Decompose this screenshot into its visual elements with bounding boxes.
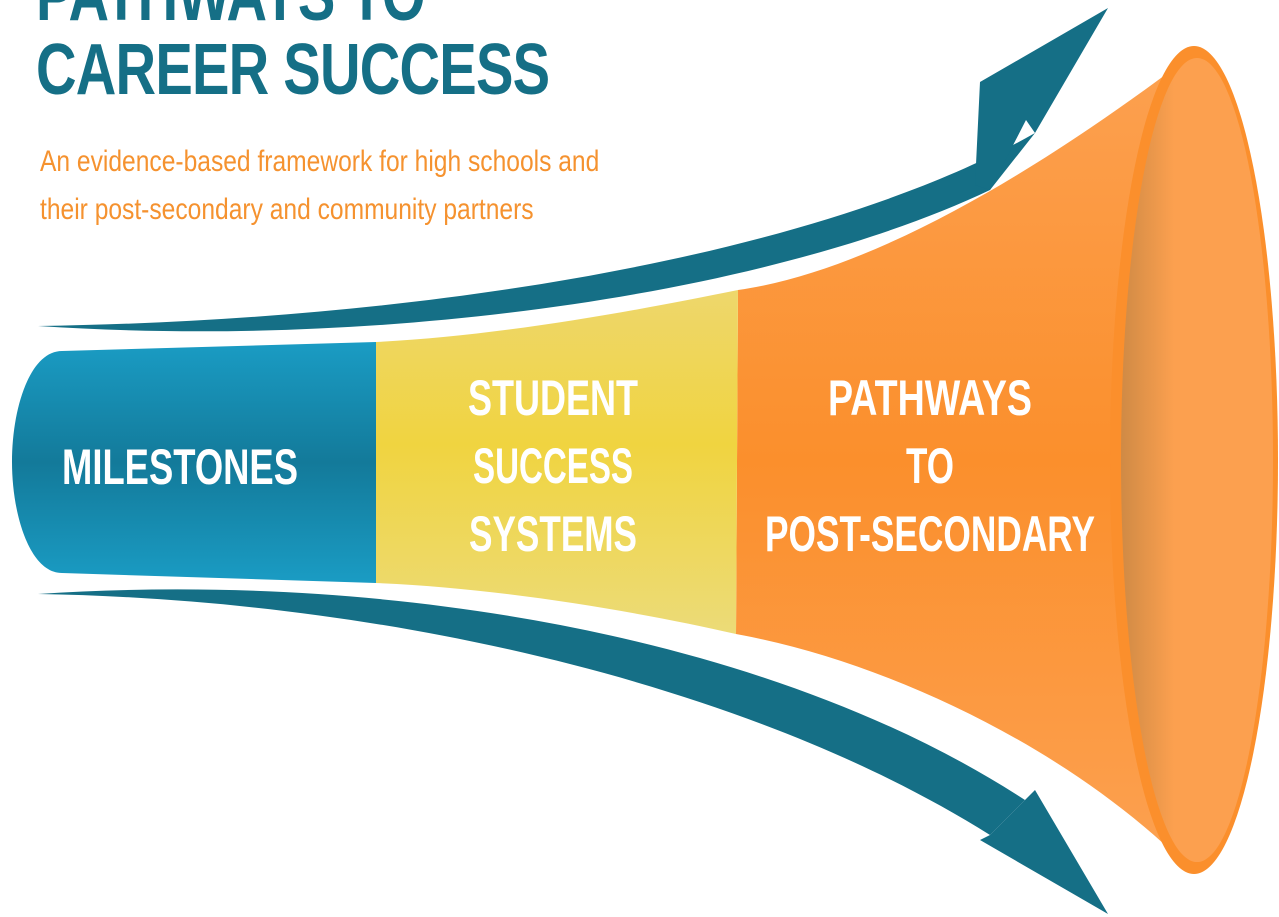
label-milestones: MILESTONES [62,439,298,495]
funnel-segment-milestones [12,342,376,583]
label-post-secondary: POST-SECONDARY [765,506,1095,562]
title-line-2: CAREER SUCCESS [36,30,550,110]
funnel-rim-inner [1121,58,1273,862]
subtitle-line-1: An evidence-based framework for high sch… [40,145,600,178]
label-pathways: PATHWAYS [828,370,1032,426]
label-systems: SYSTEMS [469,506,637,562]
upper-arrow-icon [38,133,1035,332]
title-line-1: PATHWAYS TO [36,0,426,32]
label-student: STUDENT [468,370,638,426]
funnel-segment-student-success [376,290,738,634]
upper-arrowhead-icon [975,8,1108,190]
lower-arrowhead-icon [980,790,1108,914]
funnel-segment-post-secondary [736,75,1165,845]
subtitle: An evidence-based framework for high sch… [40,138,599,234]
label-to: TO [906,438,954,494]
lower-arrow-icon [38,589,1025,835]
subtitle-line-2: their post-secondary and community partn… [40,193,534,226]
label-success: SUCCESS [473,438,633,494]
